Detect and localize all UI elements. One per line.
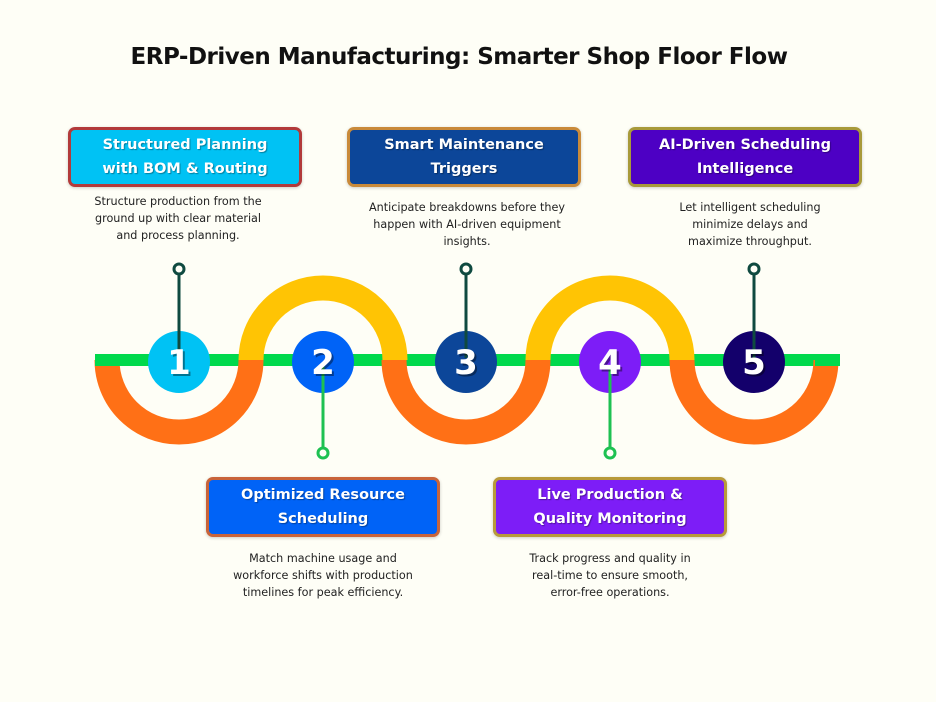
step-1-number: 1 [167, 343, 191, 383]
step-1-description-line: Structure production from the [94, 195, 262, 208]
step-4-number: 4 [598, 343, 622, 383]
step-3-description-line: insights. [443, 235, 491, 248]
step-4-title-line2: Quality Monitoring [533, 511, 687, 527]
step-2-description-line: workforce shifts with production [233, 569, 413, 582]
step-2-description: Match machine usage and workforce shifts… [203, 550, 443, 601]
step-4-circle [579, 331, 641, 393]
step-number-shadow: 3 [456, 345, 480, 385]
step-5-title-line2: Intelligence [696, 161, 794, 177]
step-1-description-line: and process planning. [116, 229, 240, 242]
step-2-title-line2: Scheduling [277, 511, 369, 527]
page-title: ERP-Driven Manufacturing: Smarter Shop F… [130, 44, 788, 70]
timeline-baseline-end [815, 354, 840, 366]
step-3-circle [435, 331, 497, 393]
step-3-number: 3 [454, 343, 478, 383]
step-4-description-line: real-time to ensure smooth, [532, 569, 688, 582]
step-1-description-line: ground up with clear material [94, 212, 262, 225]
step-1-title-box: Structured Planning with BOM & Routing [68, 127, 302, 187]
step-4-title-line1: Live Production & [537, 487, 683, 503]
step-5-description-line: minimize delays and [692, 218, 808, 231]
step-2-description-line: Match machine usage and [249, 552, 397, 565]
step-3-description: Anticipate breakdowns before they happen… [347, 199, 587, 250]
step-5-circle [723, 331, 785, 393]
step-4-description-line: Track progress and quality in [529, 552, 691, 565]
step-2-circle [292, 331, 354, 393]
step-2-number: 2 [311, 343, 335, 383]
step-4-description: Track progress and quality in real-time … [490, 550, 730, 601]
step-number-shadow: 5 [744, 345, 768, 385]
step-3-description-line: happen with AI-driven equipment [373, 218, 561, 231]
connector-dot [747, 262, 761, 276]
connector-dot [172, 262, 186, 276]
step-1-circle [148, 331, 210, 393]
arch-bottom [94, 359, 264, 445]
step-5-title-line1: AI-Driven Scheduling [659, 137, 831, 153]
arch-bottom [381, 359, 551, 445]
step-number-shadow: 1 [169, 345, 193, 385]
step-5-description-line: Let intelligent scheduling [679, 201, 821, 214]
step-3-description-line: Anticipate breakdowns before they [368, 201, 566, 214]
connector-dot [316, 446, 330, 460]
step-5-number: 5 [742, 343, 766, 383]
step-3-title-line2: Triggers [430, 161, 498, 177]
step-3-title-line1: Smart Maintenance [384, 137, 544, 153]
step-5-description: Let intelligent scheduling minimize dela… [635, 199, 865, 250]
arch-top [238, 275, 408, 361]
step-4-description-line: error-free operations. [550, 586, 670, 599]
step-5-description-line: maximize throughput. [688, 235, 812, 248]
step-number-shadow: 2 [313, 345, 337, 385]
step-1-title-line1: Structured Planning [102, 137, 268, 153]
connector-dot [459, 262, 473, 276]
step-4-title-box: Live Production & Quality Monitoring [493, 477, 727, 537]
arch-top [525, 275, 695, 361]
timeline-baseline-start [95, 354, 120, 366]
step-2-title-line1: Optimized Resource [241, 487, 405, 503]
connector-dot [603, 446, 617, 460]
step-1-title-line2: with BOM & Routing [102, 161, 268, 177]
step-2-description-line: timelines for peak efficiency. [242, 586, 404, 599]
step-1-description: Structure production from the ground up … [68, 193, 288, 244]
step-number-shadow: 4 [600, 345, 624, 385]
arch-bottom [669, 359, 839, 445]
